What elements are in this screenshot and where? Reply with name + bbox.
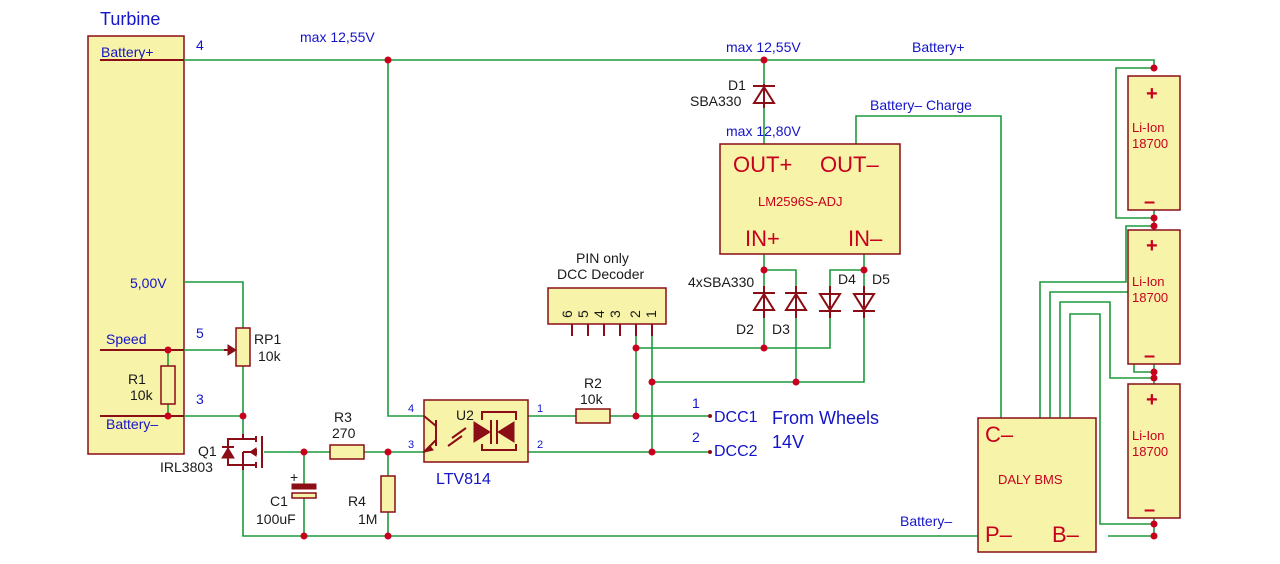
q1-value: IRL3803	[160, 459, 213, 475]
u2-ref: U2	[456, 407, 474, 423]
cell-1-type: Li-Ion	[1132, 120, 1165, 135]
resistor-r4	[380, 475, 396, 513]
u2-pin-2: 2	[537, 439, 543, 451]
dcc-connector	[547, 287, 667, 325]
cell-2-type: Li-Ion	[1132, 274, 1165, 289]
optocoupler-u2	[422, 399, 529, 463]
d1-ref: D1	[728, 77, 746, 93]
d4-ref: D4	[838, 271, 856, 287]
connector-pin-3: 3	[607, 310, 623, 318]
turbine-battery-plus-label: Battery+	[101, 44, 154, 60]
turbine-speed-label: Speed	[106, 331, 146, 347]
turbine-battery-minus-label: Battery–	[106, 416, 158, 432]
cell-1-plus: +	[1146, 83, 1158, 105]
r1-value: 10k	[130, 387, 154, 403]
capacitor-c1	[291, 483, 317, 499]
u2-pin-3: 3	[408, 439, 414, 451]
from-wheels-label: From Wheels	[772, 408, 879, 428]
connector-pin-2: 2	[627, 310, 643, 318]
dcc2-label: DCC2	[714, 443, 758, 460]
bms-c-minus: C–	[985, 422, 1014, 447]
rp1-value: 10k	[258, 348, 282, 364]
cell-1-minus: –	[1144, 191, 1155, 213]
potentiometer-rp1	[224, 327, 251, 367]
label-max-in: max 12,55V	[300, 29, 375, 45]
turbine-title: Turbine	[100, 9, 160, 29]
bms-p-minus: P–	[985, 522, 1013, 547]
rp1-ref: RP1	[254, 331, 281, 347]
converter-box	[719, 143, 901, 255]
d2-ref: D2	[736, 321, 754, 337]
resistor-r1	[160, 365, 176, 405]
cell-1-size: 18700	[1132, 136, 1168, 151]
cell-3-minus: –	[1144, 499, 1155, 521]
dcc1-label: DCC1	[714, 409, 758, 426]
q1-ref: Q1	[198, 443, 217, 459]
r2-value: 10k	[580, 391, 604, 407]
converter-in-plus: IN+	[745, 226, 780, 251]
bridge-value: 4xSBA330	[688, 274, 754, 290]
connector-title-2: DCC Decoder	[557, 266, 644, 282]
bms-box	[977, 417, 1097, 553]
turbine-pin-4: 4	[196, 37, 204, 53]
bridge-diodes	[752, 286, 876, 318]
converter-in-minus: IN–	[848, 226, 883, 251]
label-battery-minus-net: Battery–	[900, 513, 952, 529]
c1-value: 100uF	[256, 511, 296, 527]
r4-ref: R4	[348, 493, 366, 509]
cell-3-plus: +	[1146, 389, 1158, 411]
r4-value: 1M	[358, 511, 377, 527]
c1-ref: C1	[270, 493, 288, 509]
connector-pin-6: 6	[559, 310, 575, 318]
turbine-pin-3: 3	[196, 391, 204, 407]
battery-cell-3: + Li-Ion 18700 –	[1127, 383, 1181, 521]
battery-cell-2: + Li-Ion 18700 –	[1127, 229, 1181, 367]
diode-d1	[752, 84, 776, 108]
u2-pin-1: 1	[537, 403, 543, 415]
resistor-r3	[329, 444, 365, 460]
from-wheels-voltage: 14V	[772, 432, 804, 452]
converter-out-plus: OUT+	[733, 152, 792, 177]
cell-3-type: Li-Ion	[1132, 428, 1165, 443]
cell-2-size: 18700	[1132, 290, 1168, 305]
turbine-pin-5: 5	[196, 325, 204, 341]
connector-pin-4: 4	[591, 310, 607, 318]
r1-ref: R1	[128, 371, 146, 387]
connector-pins: 6 5 4 3 2 1	[559, 310, 659, 336]
d1-value: SBA330	[690, 93, 742, 109]
dcc-pin-2: 2	[692, 429, 700, 445]
r3-ref: R3	[334, 409, 352, 425]
label-battery-minus-charge: Battery– Charge	[870, 97, 972, 113]
connector-title-1: PIN only	[576, 250, 629, 266]
label-max-top: max 12,55V	[726, 39, 801, 55]
mosfet-q1	[221, 434, 263, 470]
bms-b-minus: B–	[1052, 522, 1080, 547]
r3-value: 270	[332, 425, 356, 441]
d5-ref: D5	[872, 271, 890, 287]
u2-value: LTV814	[436, 471, 491, 488]
connector-pin-5: 5	[575, 310, 591, 318]
u2-pin-4: 4	[408, 403, 414, 415]
bms-name: DALY BMS	[998, 472, 1063, 487]
connector-pin-1: 1	[643, 310, 659, 318]
resistor-r2	[575, 408, 611, 424]
battery-cell-1: + Li-Ion 18700 –	[1127, 75, 1181, 213]
converter-out-minus: OUT–	[820, 152, 879, 177]
cell-2-plus: +	[1146, 235, 1158, 257]
r2-ref: R2	[584, 375, 602, 391]
converter-name: LM2596S-ADJ	[758, 194, 843, 209]
label-battery-plus-net: Battery+	[912, 39, 965, 55]
c1-plus: +	[290, 469, 298, 485]
junctions	[164, 56, 1158, 540]
cell-2-minus: –	[1144, 345, 1155, 367]
turbine-5v-label: 5,00V	[130, 275, 167, 291]
label-max-out: max 12,80V	[726, 123, 801, 139]
dcc-pin-1: 1	[692, 395, 700, 411]
d3-ref: D3	[772, 321, 790, 337]
cell-3-size: 18700	[1132, 444, 1168, 459]
